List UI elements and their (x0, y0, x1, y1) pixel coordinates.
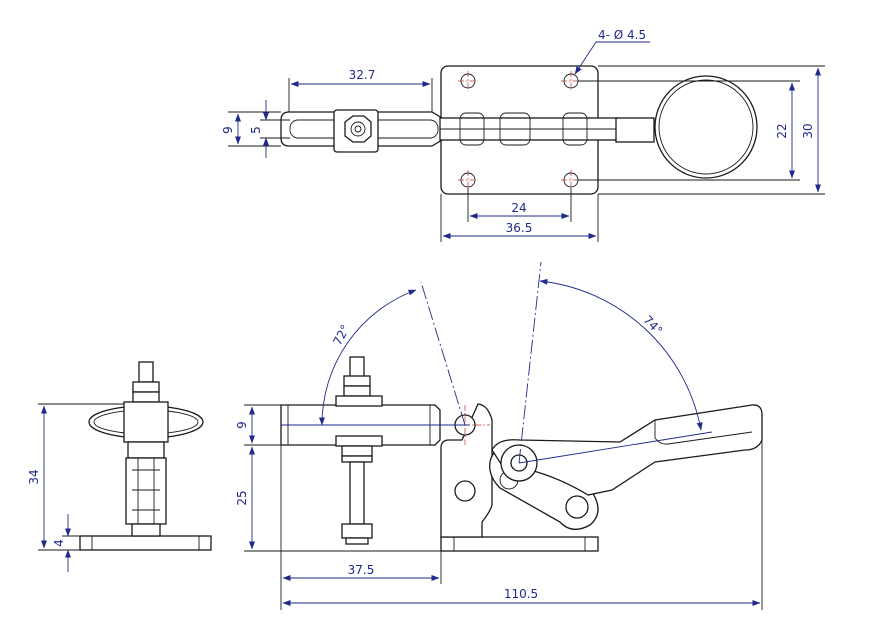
side-body (440, 403, 493, 538)
dim-32-7: 32.7 (349, 68, 376, 82)
dim-9-top: 9 (221, 126, 235, 134)
dim-25: 25 (235, 490, 249, 505)
top-view: 32.7 9 5 4- Ø 4.5 22 30 24 36.5 (221, 28, 825, 242)
dim-110-5: 110.5 (504, 587, 538, 601)
dim-angle-74: 74° (640, 313, 665, 338)
dim-36-5: 36.5 (506, 221, 533, 235)
top-handle-neck (615, 117, 655, 143)
mounting-holes (458, 71, 581, 190)
dim-22: 22 (775, 123, 789, 138)
dim-angle-72: 72° (330, 322, 352, 347)
dim-hole-callout: 4- Ø 4.5 (598, 28, 646, 42)
dim-37-5: 37.5 (348, 563, 375, 577)
side-base-plate (440, 536, 599, 552)
dim-4: 4 (52, 539, 66, 547)
end-base-plate (79, 535, 212, 551)
dim-34: 34 (27, 469, 41, 484)
end-arm-block (123, 401, 169, 443)
top-handle-grip (654, 75, 758, 179)
side-spindle (335, 356, 383, 545)
end-view: 34 4 (27, 361, 212, 572)
dim-9-side: 9 (235, 421, 249, 429)
side-view: 72° 74° 9 25 37.5 110.5 (235, 261, 763, 610)
dim-24: 24 (511, 201, 526, 215)
dim-30: 30 (801, 123, 815, 138)
dim-5-top: 5 (249, 126, 263, 134)
